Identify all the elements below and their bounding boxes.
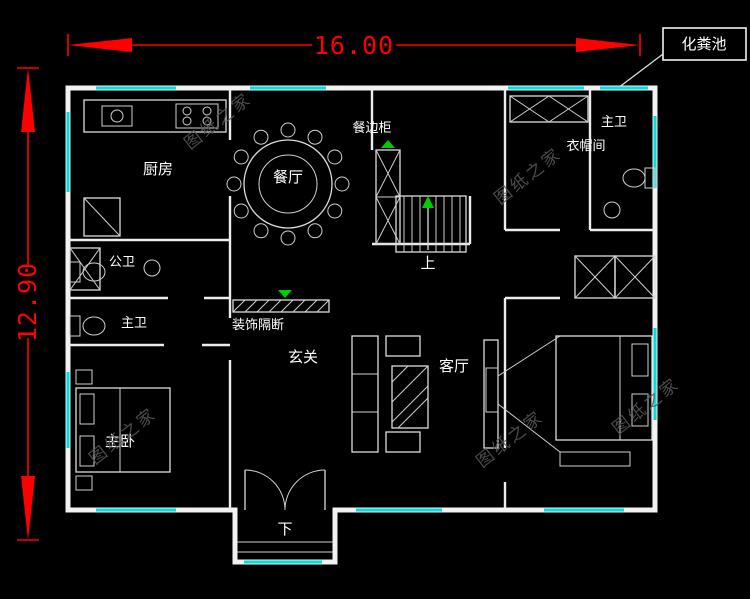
pillow xyxy=(631,393,649,427)
bedroom-right-furniture xyxy=(555,335,653,467)
entrance-porch xyxy=(237,469,333,553)
kitchen-sink xyxy=(101,105,133,127)
closet-right-2 xyxy=(614,255,656,299)
room-labels: 厨房 餐厅 餐边柜 衣帽间 主卫 公卫 主卫 装饰隔断 玄关 客厅 主卧 上 下 xyxy=(105,115,627,538)
pillow xyxy=(79,435,95,467)
toilet-bowl-3 xyxy=(622,168,646,188)
nightstand xyxy=(75,369,93,385)
nightstand xyxy=(75,475,93,491)
living-label: 客厅 xyxy=(439,357,469,375)
master-bedroom-furniture xyxy=(75,369,171,491)
watermark-text: 图纸之家 xyxy=(491,144,566,209)
cloakroom-wardrobe xyxy=(509,95,589,123)
public-bath-label: 公卫 xyxy=(109,255,135,270)
pillow xyxy=(79,393,95,425)
bed-bench xyxy=(559,451,631,467)
closet-left xyxy=(69,247,101,291)
kitchen-counter xyxy=(83,99,227,133)
sofa-main xyxy=(351,335,379,453)
dining-label: 餐厅 xyxy=(273,168,303,186)
sofa-side-bottom xyxy=(385,431,421,453)
toilet-tank-2 xyxy=(69,315,81,337)
dimension-height-label: 12.90 xyxy=(13,262,42,342)
septic-tank-label: 化粪池 xyxy=(681,35,726,53)
bed-master xyxy=(75,387,171,473)
closet-right-1 xyxy=(574,255,616,299)
windows xyxy=(66,86,657,564)
stairs-up-arrow xyxy=(422,196,434,208)
pillow xyxy=(631,343,649,377)
closets xyxy=(69,95,656,299)
master-bedroom-label: 主卧 xyxy=(105,432,135,450)
washbasin-2 xyxy=(603,201,621,219)
foyer-label: 玄关 xyxy=(288,348,318,366)
kitchen-stove xyxy=(175,103,219,129)
master-bath-right-label: 主卫 xyxy=(601,115,627,130)
septic-tank: 化粪池 xyxy=(617,27,747,89)
partition-label: 装饰隔断 xyxy=(232,318,284,333)
master-bath-left-label: 主卫 xyxy=(121,316,147,331)
toilet-tank-1 xyxy=(69,261,81,283)
stairs-main xyxy=(395,195,467,253)
sideboard-mark xyxy=(381,140,395,148)
dimension-top: 16.00 xyxy=(67,31,641,60)
partition-mark xyxy=(278,290,292,298)
decorative-partition xyxy=(232,290,330,313)
dimension-left: 12.90 xyxy=(13,67,42,541)
dining-table xyxy=(226,122,350,246)
toilet-bowl-2 xyxy=(82,316,106,336)
coffee-table xyxy=(391,365,429,429)
interior-walls xyxy=(68,88,655,510)
sofa-side-top xyxy=(385,335,421,357)
stairs-up-label: 上 xyxy=(420,254,435,272)
watermark-text: 图纸之家 xyxy=(181,89,256,154)
sideboard-label: 餐边柜 xyxy=(352,120,391,136)
kitchen-fixtures xyxy=(83,99,227,237)
living-furniture xyxy=(351,335,561,453)
cloakroom-label: 衣帽间 xyxy=(566,138,605,154)
watermark-text: 图纸之家 xyxy=(86,404,161,469)
bed-right xyxy=(555,335,653,441)
bath-fixtures-right xyxy=(603,167,656,219)
kitchen-fridge xyxy=(83,197,121,237)
stairs-down-label: 下 xyxy=(277,520,292,538)
kitchen-label: 厨房 xyxy=(143,160,173,178)
sideboard-cabinet xyxy=(375,140,401,245)
tv-screen xyxy=(485,367,499,413)
dimension-width-label: 16.00 xyxy=(314,31,394,60)
bath-fixtures-left xyxy=(69,259,161,337)
washbasin-1 xyxy=(143,259,161,277)
toilet-bowl-1 xyxy=(82,262,106,282)
